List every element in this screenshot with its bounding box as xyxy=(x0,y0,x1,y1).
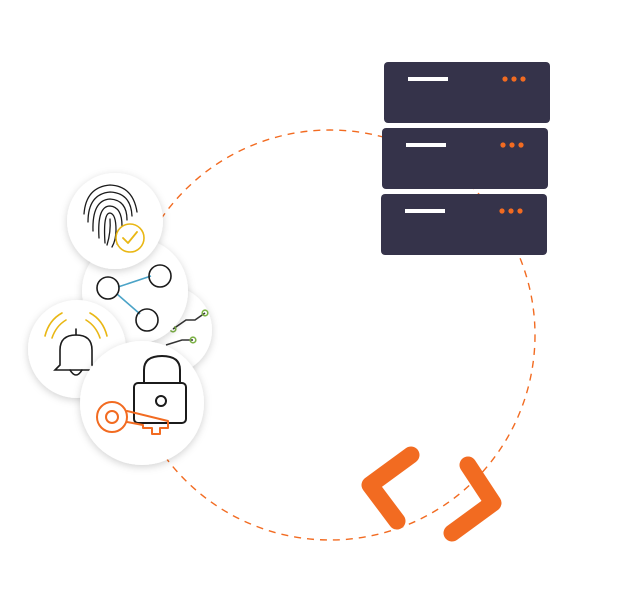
fingerprint-badge xyxy=(67,173,163,269)
bell-icon xyxy=(44,312,108,376)
network-nodes-icon xyxy=(96,264,172,332)
lock-key-badge xyxy=(80,341,204,465)
fingerprint-check-icon xyxy=(83,184,145,253)
server-unit xyxy=(384,62,550,123)
padlock-key-icon xyxy=(96,355,187,435)
code-brackets-icon xyxy=(361,446,502,542)
server-unit xyxy=(382,128,548,189)
server-unit xyxy=(381,194,547,255)
server-rack-icon xyxy=(381,62,550,255)
